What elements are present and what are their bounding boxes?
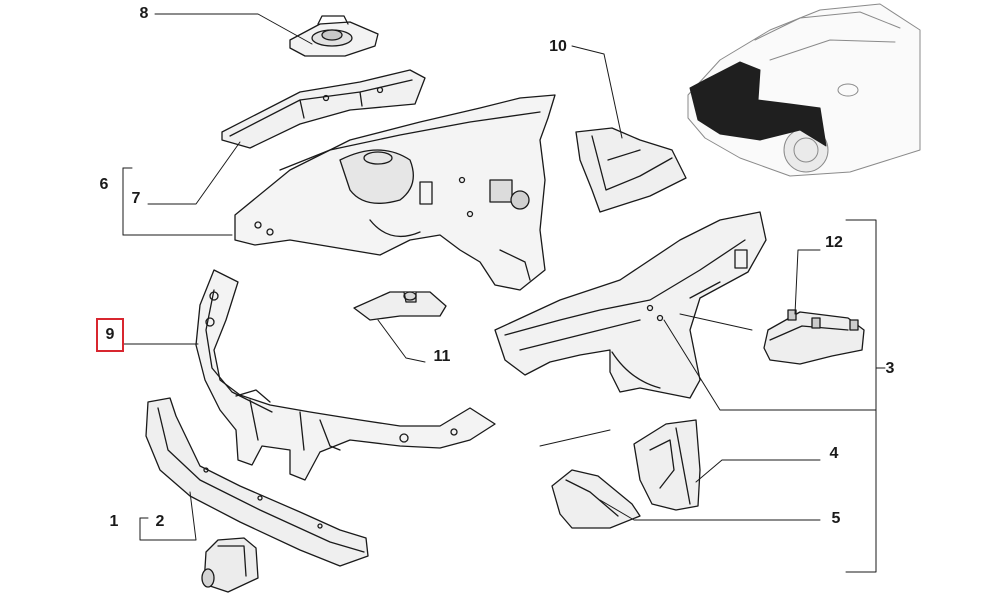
callout-2: 2: [155, 513, 165, 530]
callout-12: 12: [825, 234, 843, 251]
part-9-radiator-frame: [195, 269, 496, 481]
part-11-gusset: [353, 291, 447, 321]
part-12-engine-mount: [763, 309, 865, 365]
callout-8: 8: [139, 5, 149, 22]
callout-9-highlight-box: [96, 318, 124, 352]
callout-4: 4: [829, 445, 839, 462]
callout-5: 5: [831, 510, 841, 527]
callout-6: 6: [99, 176, 109, 193]
callout-3: 3: [885, 360, 895, 377]
car-thumbnail: [687, 3, 921, 177]
part-10-bracket: [575, 127, 687, 213]
part-5-bracket: [551, 469, 641, 529]
part-1-bumper-beam: [145, 397, 369, 567]
leader-lines: [122, 13, 886, 573]
callout-10: 10: [549, 38, 567, 55]
part-3-side-member: [494, 211, 767, 399]
part-6-bulkhead: [234, 94, 556, 291]
callout-7: 7: [131, 190, 141, 207]
part-8-mount-plate: [289, 15, 379, 57]
part-4-arch-support: [633, 419, 701, 511]
callout-9: 9: [105, 326, 115, 343]
callout-1: 1: [109, 513, 119, 530]
part-7-upper-rail: [221, 69, 426, 149]
part-2-bumper-bracket: [201, 537, 259, 593]
callout-11: 11: [433, 348, 451, 365]
